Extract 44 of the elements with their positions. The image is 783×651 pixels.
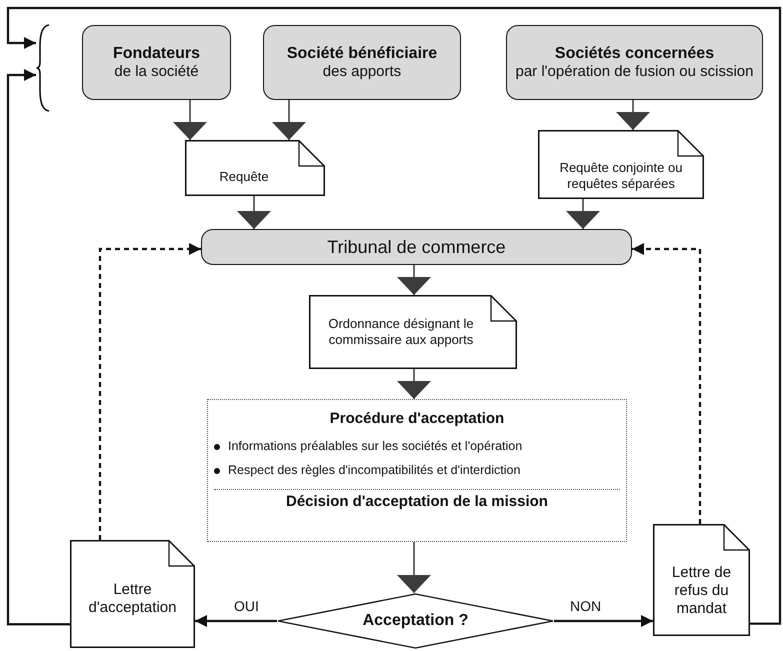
flow-arrow <box>397 369 431 399</box>
box-text: Lettre d'acceptation <box>88 581 178 617</box>
box-text: par l'opération de fusion ou scission <box>515 63 754 80</box>
box-title: Société bénéficiaire <box>286 45 438 63</box>
box-title: Fondateurs <box>112 45 200 63</box>
bullet-text: Informations préalables sur les sociétés et l'opération <box>228 438 522 455</box>
flow-arrow <box>397 265 431 295</box>
dashed-arrow <box>632 243 702 524</box>
flow-arrow <box>616 100 650 130</box>
flow-arrow <box>173 100 207 140</box>
document-shape <box>538 130 704 199</box>
document-shape <box>185 140 325 196</box>
arrow <box>195 615 277 627</box>
flow-arrow <box>397 542 431 593</box>
box-title: Sociétés concernées <box>554 45 714 63</box>
document-shape <box>653 524 750 636</box>
process-box <box>201 229 632 265</box>
arrow <box>6 69 70 626</box>
process-box <box>263 25 461 100</box>
box-text: Ordonnance désignant le commissaire aux apports <box>327 316 475 348</box>
box-text: de la société <box>114 63 199 80</box>
process-box <box>506 25 763 100</box>
arrow <box>554 615 653 627</box>
flow-arrow <box>237 196 271 229</box>
arrow <box>6 6 782 625</box>
document-shape <box>309 295 517 369</box>
box-text: Tribunal de commerce <box>327 236 506 258</box>
heading: Procédure d'acceptation <box>330 410 504 427</box>
process-box <box>82 25 231 100</box>
box-text: Acceptation ? <box>362 612 468 630</box>
document-shape <box>70 540 195 648</box>
flow-arrow <box>272 100 306 140</box>
flow-arrow <box>566 199 600 229</box>
edge-label: OUI <box>232 598 261 614</box>
brace-bracket <box>36 24 50 112</box>
procedure-box <box>207 399 627 542</box>
box-text: Lettre de refus du mandat <box>670 564 732 618</box>
decision-text: Décision d'acceptation de la mission <box>286 492 548 510</box>
box-text: Requête conjointe ou requêtes séparées <box>558 160 684 192</box>
dashed-arrow <box>98 243 201 540</box>
bullet-text: Respect des règles d'incompatibilités et d'interdiction <box>228 462 520 479</box>
box-text: Requête <box>219 169 269 185</box>
decision-diamond <box>277 593 554 649</box>
box-text: des apports <box>322 63 402 80</box>
